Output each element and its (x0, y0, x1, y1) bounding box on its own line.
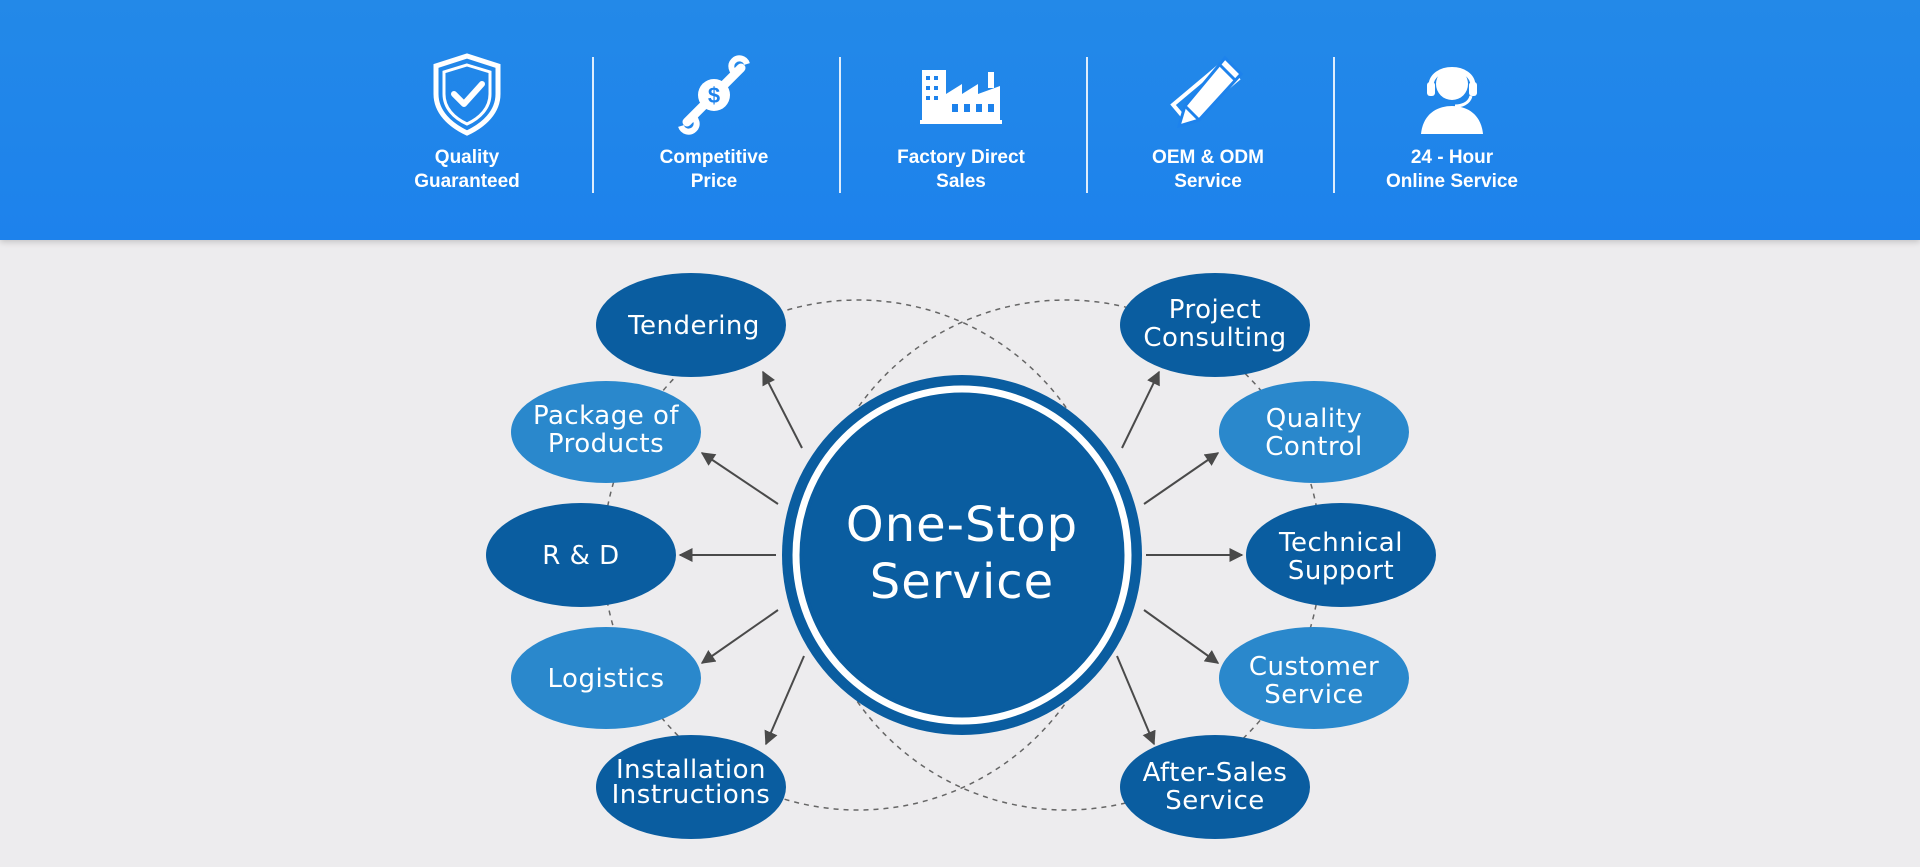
node-customer-service: Customer Service (1219, 627, 1409, 729)
feature-label: Quality Guaranteed (414, 147, 520, 192)
arrow-project-consulting (1121, 370, 1160, 449)
node-ellipse (1219, 381, 1409, 483)
node-label: Logistics (548, 664, 665, 694)
node-label: Service (1264, 680, 1364, 710)
node-label: Service (1165, 786, 1265, 816)
node-ellipse (1219, 627, 1409, 729)
node-ellipse (511, 627, 701, 729)
arrow-after-sales-service (1116, 655, 1156, 746)
node-package-of-products: Package of Products (511, 381, 701, 483)
svg-text:$: $ (708, 83, 720, 108)
wrench-dollar-icon: $ (678, 55, 750, 135)
shield-check-icon (433, 53, 501, 136)
node-ellipse (1120, 735, 1310, 839)
feature-label: OEM & ODM Service (1152, 147, 1264, 192)
node-label: Tendering (627, 311, 760, 341)
node-label: Customer (1249, 652, 1379, 682)
node-label: R & D (542, 541, 619, 571)
node-after-sales-service: After-Sales Service (1120, 735, 1310, 839)
node-label: Quality (1266, 404, 1362, 434)
center-white-ring (792, 385, 1132, 725)
banner-divider (839, 57, 841, 193)
node-project-consulting: Project Consulting (1120, 273, 1310, 377)
center-hub: One-Stop Service (782, 375, 1142, 735)
center-title-line2: Service (870, 554, 1054, 610)
node-ellipse (1246, 503, 1436, 607)
arrow-installation-instructions (764, 655, 805, 746)
node-label: Control (1265, 432, 1362, 462)
node-label: Products (548, 429, 664, 459)
headset-agent-icon (1421, 67, 1483, 134)
feature-24-hour: 24 - Hour Online Service (1342, 50, 1562, 194)
arrow-customer-service (1143, 609, 1220, 664)
feature-label: Factory Direct Sales (897, 147, 1025, 192)
center-title-line1: One-Stop (846, 497, 1078, 553)
node-ellipse (596, 273, 786, 377)
banner-divider (1333, 57, 1335, 193)
feature-factory-direct: Factory Direct Sales (851, 50, 1071, 194)
factory-icon (920, 70, 1002, 124)
center-inner-disc (803, 396, 1121, 714)
node-ellipse (511, 381, 701, 483)
node-label: Project (1169, 295, 1261, 325)
arrow-logistics (700, 609, 779, 664)
node-label: Installation (616, 755, 766, 785)
node-label: Technical (1278, 528, 1403, 558)
node-ellipse (486, 503, 676, 607)
node-label: Package of (533, 401, 679, 431)
one-stop-service-diagram: One-Stop Service Tendering Package of Pr… (486, 273, 1436, 839)
node-logistics: Logistics (511, 627, 701, 729)
node-r-and-d: R & D (486, 503, 676, 607)
feature-label: 24 - Hour Online Service (1385, 147, 1518, 192)
pencil-ruler-icon (1170, 55, 1244, 129)
banner-divider (592, 57, 594, 193)
node-technical-support: Technical Support (1246, 503, 1436, 607)
connector-arrows (678, 370, 1244, 746)
node-tendering: Tendering (596, 273, 786, 377)
node-label: After-Sales (1143, 758, 1288, 788)
arrow-package-of-products (700, 452, 779, 505)
arrow-tendering (762, 370, 803, 449)
features-banner: Quality Guaranteed $ Competitive Price (0, 0, 1920, 240)
feature-label: Competitive Price (659, 147, 769, 192)
node-ellipse (596, 735, 786, 839)
node-ellipse (1120, 273, 1310, 377)
node-label: Consulting (1143, 323, 1286, 353)
feature-quality-guaranteed: Quality Guaranteed (357, 50, 577, 194)
banner-divider (1086, 57, 1088, 193)
feature-oem-odm: OEM & ODM Service (1098, 50, 1318, 194)
node-label: Instructions (612, 780, 771, 810)
arrow-quality-control (1143, 452, 1220, 505)
node-label: Support (1288, 556, 1394, 586)
node-installation-instructions: Installation Instructions (596, 735, 786, 839)
feature-competitive-price: $ Competitive Price (604, 50, 824, 194)
node-quality-control: Quality Control (1219, 381, 1409, 483)
